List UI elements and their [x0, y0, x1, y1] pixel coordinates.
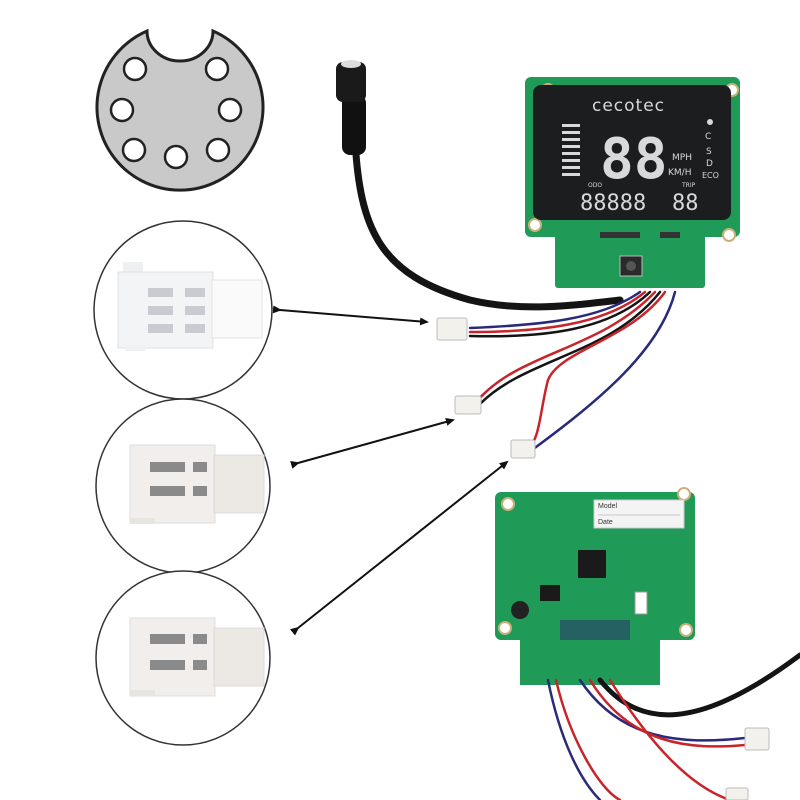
- callout-3pin-connector: [93, 220, 273, 400]
- speed-digits: 88: [600, 127, 667, 192]
- odo-digits: 88888: [580, 191, 646, 216]
- mode-indicators-icon: C: [705, 119, 713, 142]
- harness-connectors: [436, 317, 536, 459]
- controller-connector-3pin: [744, 727, 770, 751]
- brand-logo: cecotec: [592, 96, 665, 116]
- svg-text:C: C: [705, 132, 711, 142]
- connector-2pin-plug-b: [510, 439, 536, 459]
- connector-3pin-plug: [436, 317, 468, 341]
- date-label: Date: [598, 519, 613, 526]
- arrow-2pin-a: [290, 418, 455, 469]
- plug-face-8pin-icon: [95, 28, 265, 192]
- controller-connector-2pin: [725, 787, 749, 800]
- wire-harness: [468, 290, 677, 452]
- 2-pin-connector-icon: [129, 617, 265, 697]
- arrow-2pin-b: [290, 460, 509, 636]
- mode-d: D: [706, 159, 713, 169]
- unit-mph: MPH: [672, 153, 692, 163]
- mode-s: S: [706, 147, 712, 157]
- trip-label: TRIP: [681, 182, 696, 189]
- arrow-3pin: [272, 305, 429, 326]
- 3-pin-connector-icon: [117, 262, 263, 351]
- lcd-screen: cecotec 88 MPH KM/H C S D ECO ODO TRIP 8…: [533, 85, 731, 220]
- unit-kmh: KM/H: [668, 168, 691, 178]
- mode-eco: ECO: [702, 171, 719, 180]
- controller-harness: [546, 652, 800, 800]
- model-label: Model: [598, 503, 618, 510]
- controller-board: Model Date: [495, 487, 695, 685]
- battery-bars: [562, 124, 580, 176]
- connector-2pin-plug-a: [454, 395, 482, 415]
- callout-2pin-connector-a: [95, 398, 271, 574]
- 2-pin-connector-icon: [129, 444, 265, 524]
- odo-label: ODO: [588, 182, 602, 189]
- display-cable: [336, 60, 624, 311]
- trip-digits: 88: [672, 191, 699, 216]
- arrows: [272, 305, 509, 636]
- callout-2pin-connector-b: [95, 570, 271, 746]
